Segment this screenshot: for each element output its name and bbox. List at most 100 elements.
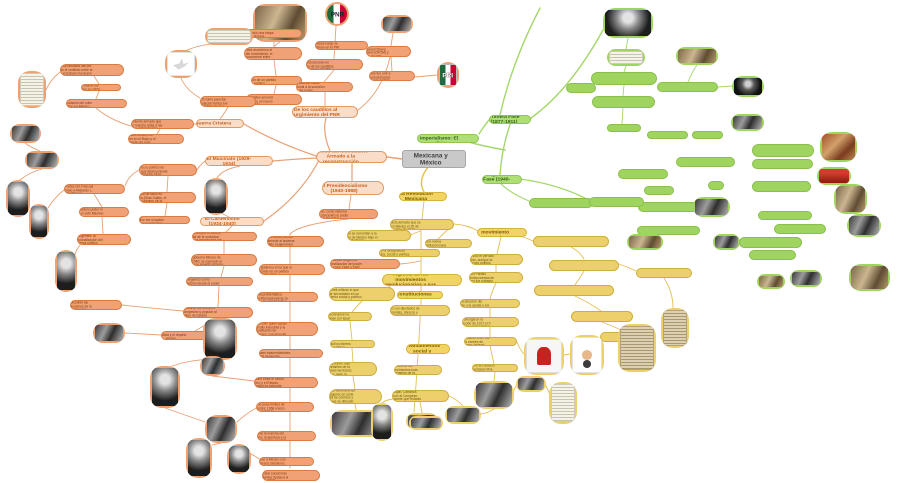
photo-multitud[interactable] <box>25 151 59 169</box>
portrait-porfirio-diaz[interactable] <box>603 8 653 38</box>
orange-pill[interactable]: El cargo de titular del Ejecutivo fue oc… <box>139 216 190 224</box>
photo-cristeros[interactable] <box>10 124 41 143</box>
branch-movimiento-armado[interactable]: México del Movimiento Armado a la recons… <box>316 151 387 163</box>
portrait-madero[interactable] <box>371 403 393 441</box>
yellow-pill[interactable]: En este estudio réplica municipal: Carra… <box>392 390 449 402</box>
label-segunda-fase[interactable]: Segunda Fase (1940-1970) <box>482 175 522 184</box>
orange-pill[interactable]: López Portillo buscó balancear a México … <box>259 457 314 466</box>
orange-pill[interactable]: Calles convocó a la creación de un parti… <box>251 76 302 85</box>
yellow-pill[interactable]: El 20 de noviembre de 1910 inició el per… <box>470 254 523 265</box>
pri-logo[interactable]: PRI <box>437 62 459 88</box>
orange-pill[interactable]: El gobierno civilista consolidó las inst… <box>70 300 122 310</box>
cartoon-figure-image[interactable] <box>570 335 604 375</box>
green-pill[interactable] <box>739 237 802 248</box>
green-pill[interactable] <box>749 250 796 260</box>
document-sepia-small[interactable] <box>661 308 689 348</box>
orange-pill[interactable]: Sus bases luego se convertirían en el PR… <box>315 41 368 50</box>
orange-pill[interactable]: La figura de fondo y los dirigentes: la … <box>77 234 131 245</box>
green-pill[interactable] <box>708 181 724 190</box>
orange-pill[interactable]: Con ello se buscaba dar por terminado el… <box>60 64 124 76</box>
yellow-pill[interactable]: Los movimientos revolucionarios no afect… <box>328 312 372 321</box>
painting-sepia[interactable] <box>627 234 663 250</box>
label-constituciones[interactable]: Las Constituciones de 1917 <box>397 291 443 299</box>
green-pill[interactable] <box>637 226 700 235</box>
portrait-calles[interactable] <box>204 178 228 215</box>
yellow-pill[interactable] <box>534 285 614 296</box>
portrait-cientifico[interactable] <box>732 76 764 97</box>
green-pill[interactable] <box>618 169 668 179</box>
orange-pill[interactable]: Se incorporaron los sectores obrero, cam… <box>183 307 253 318</box>
branch-revolucion[interactable]: La Revolución Mexicana <box>399 192 447 201</box>
orange-pill[interactable]: Surgió el actor político que antecede al… <box>267 236 324 247</box>
orange-pill[interactable]: El verdadero poder lo ejercía el Jefe Má… <box>79 207 129 217</box>
green-pill[interactable] <box>774 224 826 234</box>
photo-huelga[interactable] <box>693 197 730 217</box>
photo-queretaro[interactable] <box>516 376 546 392</box>
photo-tira-bw[interactable] <box>409 416 443 430</box>
photo-iglesia[interactable] <box>849 264 890 291</box>
photo-ferrocarril[interactable] <box>731 114 764 131</box>
photo-obreros[interactable] <box>200 356 225 376</box>
photo-campesinos[interactable] <box>93 323 125 343</box>
orange-pill[interactable]: El principal acuerdo que la nación tomó … <box>200 96 256 107</box>
portrait-lopez-portillo[interactable] <box>227 444 251 474</box>
portrait-ortiz-rubio[interactable] <box>29 204 49 239</box>
branch-cardenismo[interactable]: El Cardenismo (1934-1940) <box>200 217 264 226</box>
yellow-pill[interactable]: Marcó la desigualdad económica, social y… <box>379 249 440 257</box>
photo-tropa[interactable] <box>790 270 822 287</box>
branch-porfiriato[interactable]: México ante el imperialismo: El Porfiria… <box>417 134 479 143</box>
label-primera-fase[interactable]: Primera Fase (1877-1911) <box>489 115 531 124</box>
orange-pill[interactable]: Díaz Ordaz siendo autoritario puso límit… <box>256 402 314 412</box>
yellow-pill[interactable]: Además de la afectación de la elección d… <box>460 299 520 308</box>
branch-caudillos-pnr[interactable]: De los caudillos al surgimiento del PNR <box>292 106 358 118</box>
green-pill[interactable] <box>566 83 596 93</box>
orange-pill[interactable]: Otro de sus objetivos fue unir a los rev… <box>369 71 415 81</box>
label-inicio-movimiento[interactable]: El inicio del movimiento armado <box>477 228 527 237</box>
green-pill[interactable] <box>644 186 674 195</box>
yellow-pill[interactable]: Pueblo y élite de los precursores critic… <box>329 287 395 301</box>
yellow-pill[interactable]: La principal demanda del Partido Antirre… <box>469 272 523 283</box>
yellow-pill[interactable]: La Revolución mexicana fue un conflicto … <box>390 219 454 230</box>
green-pill[interactable] <box>657 82 718 92</box>
newspaper-image[interactable] <box>18 71 46 108</box>
photo-grupo-bn[interactable] <box>847 214 881 237</box>
orange-pill[interactable]: El conflicto cristero se concentró en el… <box>128 134 184 144</box>
orange-pill[interactable]: Echeverría buscó recuperar la marcha del… <box>257 431 316 441</box>
green-pill[interactable] <box>752 144 814 157</box>
branch-presidencialismo[interactable]: El Presidencialismo (1940-1988) <box>322 181 384 195</box>
green-pill[interactable] <box>692 131 723 139</box>
label-tres-levantamientos[interactable]: Tres levantamientos social y político <box>406 344 450 354</box>
yellow-pill[interactable]: Inició la creación de una nueva Constitu… <box>425 239 472 248</box>
photo-calle-sepia[interactable] <box>757 274 785 289</box>
document-constitucion[interactable] <box>549 382 577 424</box>
orange-pill[interactable]: Se firmaron los arreglos en 1929 <box>81 84 121 91</box>
green-pill[interactable] <box>752 159 813 169</box>
orange-pill[interactable]: Presidentes del Maximato: Emilio Portes … <box>64 184 125 194</box>
orange-pill[interactable]: La llamada era de los caudillos inició u… <box>246 29 302 38</box>
orange-pill[interactable]: Más lealtad: auguró la institucionalizac… <box>330 259 400 269</box>
green-pill[interactable] <box>589 197 644 207</box>
orange-pill[interactable]: Ruiz Cortines dio continuidad a las base… <box>259 349 323 358</box>
orange-pill[interactable]: Durante la fase del ex líder, en el país… <box>191 254 257 266</box>
orange-pill[interactable]: El principal acuerdo fue la reanudación … <box>66 99 127 108</box>
dove-image[interactable] <box>165 50 197 78</box>
yellow-pill[interactable] <box>549 260 619 271</box>
orange-pill[interactable]: México mantuvo relaciones con la problem… <box>257 292 318 302</box>
orange-pill[interactable]: El partido institucional se reorganizó c… <box>186 277 253 286</box>
yellow-pill[interactable] <box>571 311 633 322</box>
green-pill[interactable] <box>676 157 735 167</box>
label-diversidad[interactable]: Diversidad social y regional de los movi… <box>382 274 462 286</box>
yellow-pill[interactable]: Después de caudillos y villistas, el fen… <box>329 389 382 404</box>
artwork-arm[interactable] <box>820 132 857 162</box>
portrait-lopez-mateos[interactable] <box>150 366 180 408</box>
branch-maximato[interactable]: El Maximato (1929-1934) <box>205 156 273 166</box>
yellow-pill[interactable]: Diversos sectores en un Congreso con dip… <box>390 305 450 316</box>
photo-hacienda[interactable] <box>676 47 718 65</box>
yellow-pill[interactable]: Así los diputados promulgaron la Constit… <box>462 317 519 327</box>
orange-pill[interactable]: En dicho periodo el poder recaía de fact… <box>139 192 196 203</box>
orange-pill[interactable]: Los líderes del Plan de Agua Prieta asum… <box>244 47 302 60</box>
poster-fist-image[interactable] <box>524 337 564 375</box>
orange-pill[interactable]: López Mateos buscó y logró el equilibrio… <box>254 377 318 388</box>
yellow-pill[interactable]: Los antecedentes del conflicto se remont… <box>347 230 411 241</box>
orange-pill[interactable]: El Maximato fue el período histórico y p… <box>139 164 197 176</box>
